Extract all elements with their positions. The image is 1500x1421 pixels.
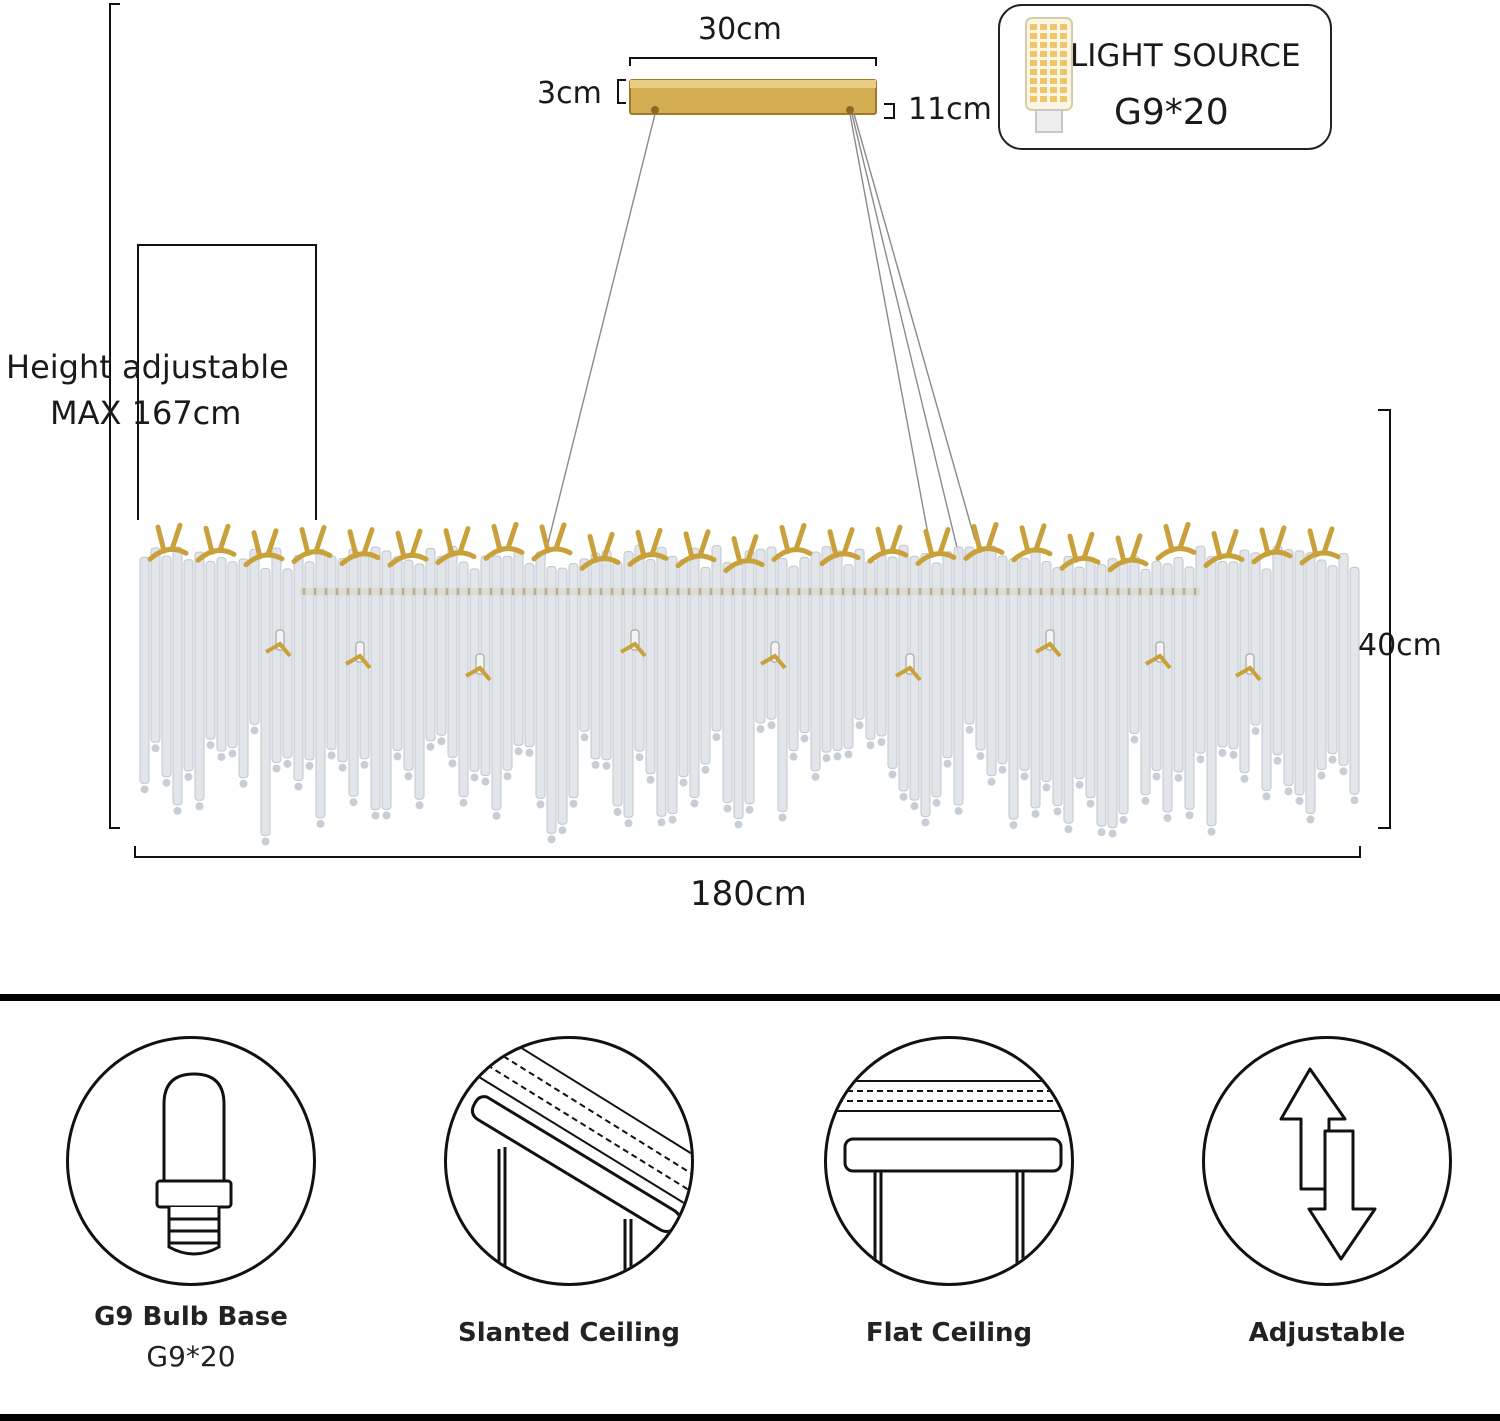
bottom-border <box>0 1414 1500 1421</box>
slanted-ceiling-circle <box>444 1036 694 1286</box>
feature-label-slanted: Slanted Ceiling <box>458 1318 680 1348</box>
adjustable-circle <box>1202 1036 1452 1286</box>
flat-ceiling-circle <box>824 1036 1074 1286</box>
led-bulb-icon <box>1025 17 1073 133</box>
canopy-width-label: 30cm <box>698 12 782 47</box>
body-height-bracket <box>1378 409 1391 829</box>
feature-label-adjustable: Adjustable <box>1248 1318 1406 1348</box>
canopy-height-label: 3cm <box>537 76 602 111</box>
adjustable-bracket <box>137 244 317 520</box>
feature-label-bulb-base: G9 Bulb Base <box>94 1302 288 1332</box>
canopy-depth-label: 11cm <box>908 92 992 127</box>
up-down-arrows-icon <box>1279 1067 1377 1261</box>
section-divider <box>0 994 1500 1001</box>
slanted-ceiling-icon <box>470 1039 691 1283</box>
canopy-width-line <box>629 57 877 66</box>
canopy-height-bracket <box>617 79 626 104</box>
height-adjustable-label: Height adjustable <box>6 348 289 386</box>
light-source-panel: LIGHT SOURCE G9*20 <box>998 4 1332 150</box>
height-bracket <box>109 3 120 829</box>
flat-ceiling-icon <box>827 1080 1071 1283</box>
light-source-spec: G9*20 <box>1114 92 1229 133</box>
suspension-wires <box>544 113 976 561</box>
feature-label-flat: Flat Ceiling <box>865 1318 1033 1348</box>
body-height-label: 40cm <box>1358 628 1442 663</box>
bulb-icon <box>155 1072 233 1256</box>
chandelier-body <box>139 521 1360 846</box>
feature-sub-bulb-base: G9*20 <box>146 1340 236 1373</box>
ceiling-canopy <box>629 79 877 115</box>
bulb-base-circle <box>66 1036 316 1286</box>
canopy-depth-bracket <box>884 103 895 119</box>
total-width-label: 180cm <box>690 874 807 914</box>
crystal-strands <box>139 544 1360 846</box>
light-source-title: LIGHT SOURCE <box>1070 38 1301 74</box>
candle-bulbs <box>265 629 1262 682</box>
max-height-label: MAX 167cm <box>50 394 242 432</box>
gold-branches <box>147 521 1341 574</box>
width-bracket <box>134 846 1361 858</box>
